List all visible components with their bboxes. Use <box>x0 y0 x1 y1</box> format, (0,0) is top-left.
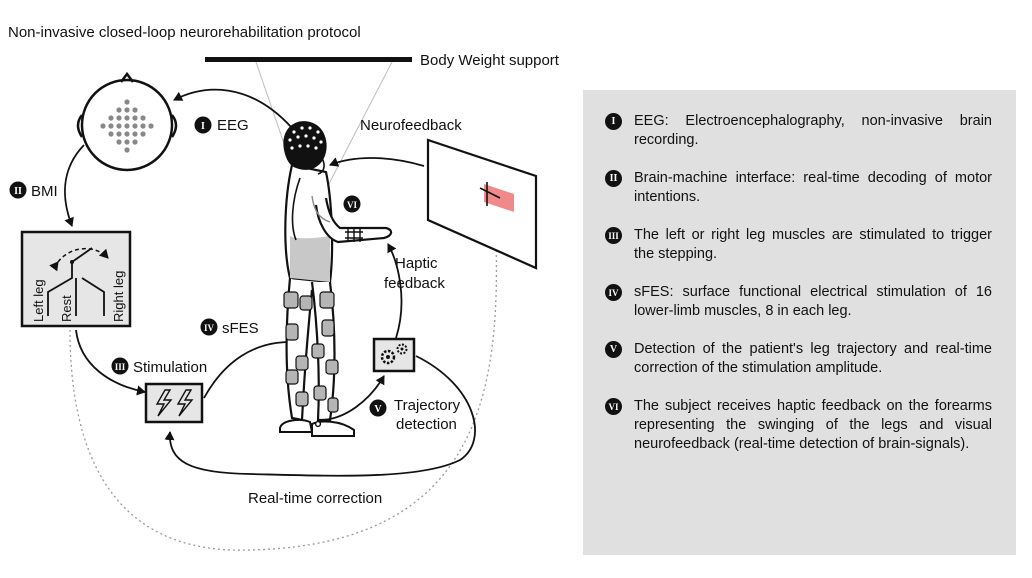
neurofeedback-screen <box>426 138 538 270</box>
badge-i <box>194 116 212 134</box>
badge-iii <box>111 357 129 375</box>
badge-iii-numeral: III <box>115 362 126 372</box>
trajectory-arrow <box>319 375 385 421</box>
body-weight-support-bar <box>205 57 412 62</box>
legend-badge-iv: IV <box>605 284 622 301</box>
legend-text-vi: The subject receives haptic feedback on … <box>634 398 992 452</box>
bmi-label: BMI <box>31 183 58 200</box>
eeg-head-icon <box>76 71 178 172</box>
sfes-label: sFES <box>222 320 259 337</box>
haptic-feedback-label-1: Haptic <box>395 255 438 272</box>
legend-text-i: EEG: Electroencephalography, non-invasiv… <box>634 113 992 148</box>
badge-ii <box>9 181 27 199</box>
legend-text-iv: sFES: surface functional electrical stim… <box>634 284 992 319</box>
stimulation-arrow <box>75 329 146 396</box>
body-weight-support-label: Body Weight support <box>420 52 560 69</box>
eeg-label: EEG <box>217 117 249 134</box>
badge-ii-numeral: II <box>14 186 22 197</box>
patient-figure <box>279 121 393 437</box>
legend-item-v: V Detection of the patient's leg traject… <box>605 340 992 378</box>
badge-vi-numeral: VI <box>347 200 357 210</box>
neurofeedback-arrow <box>329 157 425 167</box>
haptic-feedback-label-2: feedback <box>384 275 445 292</box>
badge-vi <box>343 195 361 213</box>
rest-label: Rest <box>59 295 74 322</box>
legend-badge-v: V <box>605 341 622 358</box>
legend-item-ii: II Brain-machine interface: real-time de… <box>605 169 992 207</box>
legend-item-vi: VI The subject receives haptic feedback … <box>605 397 992 454</box>
realtime-correction-arrow <box>164 355 476 477</box>
badge-iv <box>200 318 218 336</box>
legend-badge-iii: III <box>605 227 622 244</box>
eeg-arrow <box>173 88 293 129</box>
bmi-decoder-box <box>20 230 132 328</box>
badge-v-numeral: V <box>374 404 382 415</box>
stimulation-label: Stimulation <box>133 359 207 376</box>
badge-i-numeral: I <box>201 121 205 132</box>
left-leg-label: Left leg <box>31 279 46 322</box>
trajectory-label-1: Trajectory <box>394 397 461 414</box>
trajectory-gear-box <box>372 337 416 373</box>
badge-iv-numeral: IV <box>204 323 215 333</box>
badge-v <box>369 399 387 417</box>
sfes-connector <box>203 341 291 399</box>
legend-text-ii: Brain-machine interface: real-time decod… <box>634 170 992 205</box>
bmi-arrow <box>64 144 85 227</box>
diagram-title: Non-invasive closed-loop neurorehabilita… <box>8 24 361 41</box>
support-strap-right <box>317 61 393 206</box>
legend-badge-vi: VI <box>605 398 622 415</box>
realtime-correction-label: Real-time correction <box>248 490 382 507</box>
legend-text-v: Detection of the patient's leg trajector… <box>634 341 992 376</box>
legend-item-iii: III The left or right leg muscles are st… <box>605 226 992 264</box>
legend-panel: I EEG: Electroencephalography, non-invas… <box>583 90 1016 555</box>
legend-item-iv: IV sFES: surface functional electrical s… <box>605 283 992 321</box>
neurofeedback-label: Neurofeedback <box>360 117 462 134</box>
right-leg-label: Right leg <box>111 271 126 322</box>
legend-badge-i: I <box>605 113 622 130</box>
trajectory-label-2: detection <box>396 416 457 433</box>
haptic-arrow <box>387 243 403 339</box>
stimulator-box <box>144 382 204 424</box>
legend-item-i: I EEG: Electroencephalography, non-invas… <box>605 112 992 150</box>
legend-badge-ii: II <box>605 170 622 187</box>
legend-text-iii: The left or right leg muscles are stimul… <box>634 227 992 262</box>
